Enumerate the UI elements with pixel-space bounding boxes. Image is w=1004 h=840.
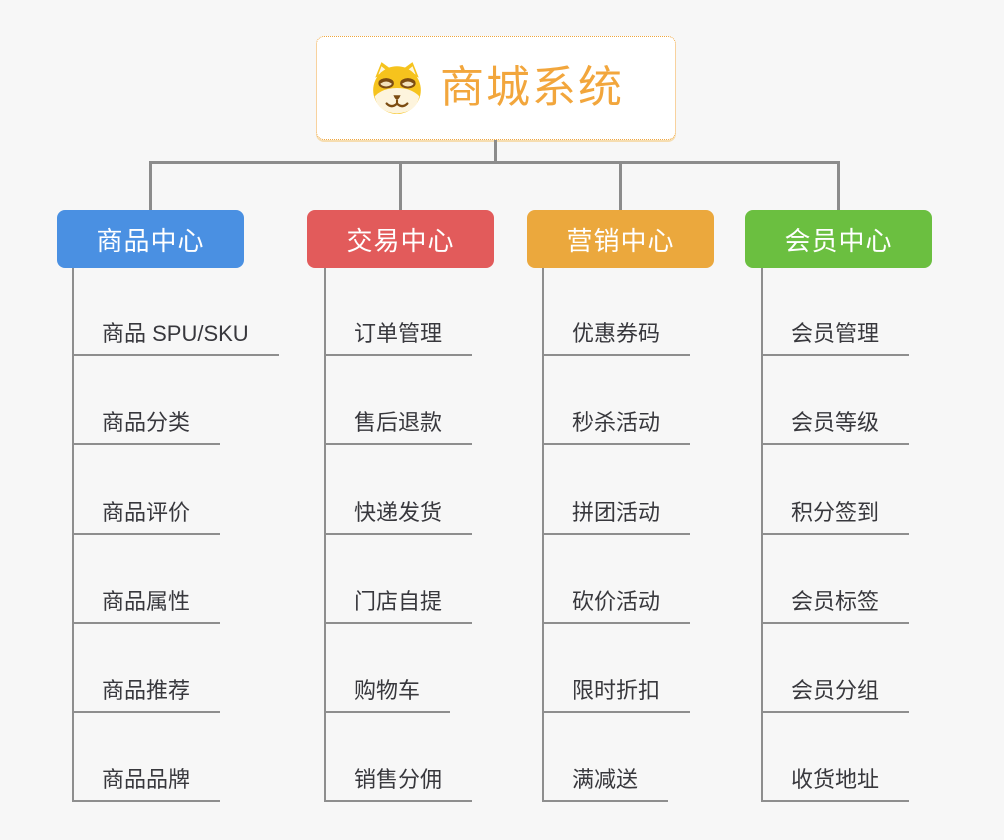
leaf-node[interactable]: 砍价活动	[542, 589, 691, 624]
branch-header-trade-center[interactable]: 交易中心	[307, 210, 494, 268]
leaf-node[interactable]: 积分签到	[761, 500, 910, 535]
leaf-node[interactable]: 满减送	[542, 767, 669, 802]
leaf-node[interactable]: 商品评价	[72, 500, 221, 535]
leaf-node[interactable]: 拼团活动	[542, 500, 691, 535]
root-node[interactable]: 商城系统	[316, 36, 676, 140]
leaf-node[interactable]: 售后退款	[324, 410, 473, 445]
leaf-node[interactable]: 会员标签	[761, 589, 910, 624]
leaf-node[interactable]: 商品分类	[72, 410, 221, 445]
leaf-node[interactable]: 会员分组	[761, 678, 910, 713]
leaf-node[interactable]: 商品推荐	[72, 678, 221, 713]
connector-drop-members	[837, 161, 840, 210]
leaf-node[interactable]: 商品品牌	[72, 767, 221, 802]
branch-header-member-center[interactable]: 会员中心	[745, 210, 932, 268]
leaf-node[interactable]: 商品 SPU/SKU	[72, 321, 279, 356]
leaf-node[interactable]: 限时折扣	[542, 678, 691, 713]
leaf-node[interactable]: 会员等级	[761, 410, 910, 445]
root-title: 商城系统	[440, 63, 624, 112]
leaf-node[interactable]: 秒杀活动	[542, 410, 691, 445]
connector-root-stub	[494, 140, 497, 163]
leaf-node[interactable]: 商品属性	[72, 589, 221, 624]
leaf-node[interactable]: 优惠券码	[542, 321, 691, 356]
leaf-node[interactable]: 销售分佣	[324, 767, 473, 802]
connector-horizontal-bar	[149, 161, 840, 164]
leaf-node[interactable]: 快递发货	[324, 500, 473, 535]
connector-drop-marketing	[619, 161, 622, 210]
connector-drop-products	[149, 161, 152, 210]
leaf-node[interactable]: 订单管理	[324, 321, 473, 356]
shiba-dog-icon	[368, 61, 426, 115]
leaf-node[interactable]: 门店自提	[324, 589, 473, 624]
leaf-node[interactable]: 收货地址	[761, 767, 910, 802]
branch-header-product-center[interactable]: 商品中心	[57, 210, 244, 268]
leaf-node[interactable]: 购物车	[324, 678, 451, 713]
leaf-node[interactable]: 会员管理	[761, 321, 910, 356]
branch-header-marketing-center[interactable]: 营销中心	[527, 210, 714, 268]
connector-drop-trade	[399, 161, 402, 210]
